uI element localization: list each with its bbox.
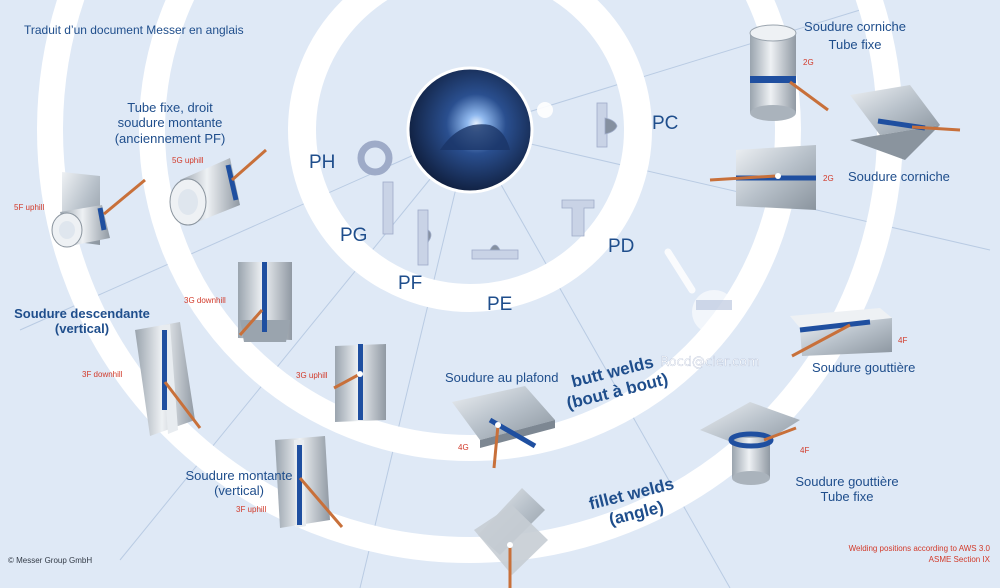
code-3f-up: 3F uphill bbox=[236, 505, 267, 514]
workpiece-corner-2g bbox=[850, 85, 961, 160]
label-tube-montante-line1: Tube fixe, droit bbox=[127, 100, 213, 115]
workpiece-plate-3g-down bbox=[238, 262, 292, 342]
label-montante: Soudure montante (vertical) bbox=[180, 468, 298, 499]
workpiece-tee-3f-down bbox=[135, 322, 202, 436]
footer-copyright: © Messer Group GmbH bbox=[8, 556, 93, 565]
code-5g: 5G uphill bbox=[172, 156, 204, 165]
workpiece-plate-4g bbox=[452, 386, 555, 469]
workpiece-tube-2g bbox=[749, 24, 829, 121]
code-5f: 5F uphill bbox=[14, 203, 45, 212]
label-corniche-tube-line2: Tube fixe bbox=[828, 37, 882, 53]
watermark-logo: Rocd@cier.com bbox=[660, 248, 764, 370]
label-descendante-line2: (vertical) bbox=[54, 321, 110, 337]
position-pf: PF bbox=[398, 273, 423, 294]
label-tube-montante-line3: (anciennement PF) bbox=[114, 130, 226, 146]
joint-symbols bbox=[357, 102, 618, 266]
workpiece-tube-4f bbox=[700, 402, 800, 485]
workpiece-plate-2g bbox=[709, 145, 816, 210]
label-gouttiere: Soudure gouttière bbox=[812, 360, 916, 375]
label-gouttiere-tube-line1: Soudure gouttière bbox=[795, 474, 899, 489]
position-pg: PG bbox=[340, 225, 368, 246]
code-4f-b: 4F bbox=[800, 446, 810, 455]
label-gouttiere-tube-line2: Tube fixe bbox=[820, 489, 874, 505]
label-corniche-tube-line1: Soudure corniche bbox=[804, 19, 906, 34]
footer-note-line1: Welding positions according to AWS 3.0 bbox=[848, 544, 990, 553]
label-tube-montante-line2: soudure montante bbox=[117, 115, 223, 131]
footer-note: Welding positions according to AWS 3.0 A… bbox=[849, 544, 990, 564]
workpiece-tube-5f bbox=[51, 172, 146, 248]
watermark-text: Rocd@cier.com bbox=[660, 355, 760, 370]
footer-note-line2: ASME Section IX bbox=[928, 555, 990, 564]
label-corniche-tube: Soudure corniche Tube fixe bbox=[796, 19, 914, 53]
code-4g: 4G bbox=[458, 443, 469, 452]
position-pd: PD bbox=[608, 236, 635, 257]
welder-photo bbox=[406, 66, 553, 194]
workpiece-overhead-4f bbox=[790, 308, 892, 358]
label-montante-line2: (vertical) bbox=[214, 483, 264, 499]
code-4f-a: 4F bbox=[898, 336, 908, 345]
label-corniche: Soudure corniche bbox=[848, 169, 950, 184]
workpiece-plate-3g-up bbox=[333, 344, 386, 422]
workpiece-tee-bottom bbox=[474, 488, 548, 588]
label-montante-line1: Soudure montante bbox=[185, 468, 293, 483]
label-gouttiere-tube: Soudure gouttière Tube fixe bbox=[788, 474, 906, 505]
code-2g-mid: 2G bbox=[823, 174, 834, 183]
code-3f-down: 3F downhill bbox=[82, 370, 123, 379]
workpiece-tube-5g bbox=[169, 148, 267, 226]
position-ph: PH bbox=[309, 152, 336, 173]
position-pc: PC bbox=[652, 113, 679, 134]
code-2g-top: 2G bbox=[803, 58, 814, 67]
workpiece-tee-3f-up bbox=[275, 436, 344, 528]
code-3g-up: 3G uphill bbox=[296, 371, 328, 380]
label-plafond: Soudure au plafond bbox=[445, 370, 559, 385]
label-descendante-line1: Soudure descendante bbox=[14, 306, 150, 321]
position-pe: PE bbox=[487, 294, 513, 315]
label-tube-montante: Tube fixe, droit soudure montante (ancie… bbox=[107, 100, 233, 146]
code-3g-down: 3G downhill bbox=[184, 296, 226, 305]
header-note: Traduit d’un document Messer en anglais bbox=[24, 23, 244, 37]
label-descendante: Soudure descendante (vertical) bbox=[10, 306, 154, 337]
